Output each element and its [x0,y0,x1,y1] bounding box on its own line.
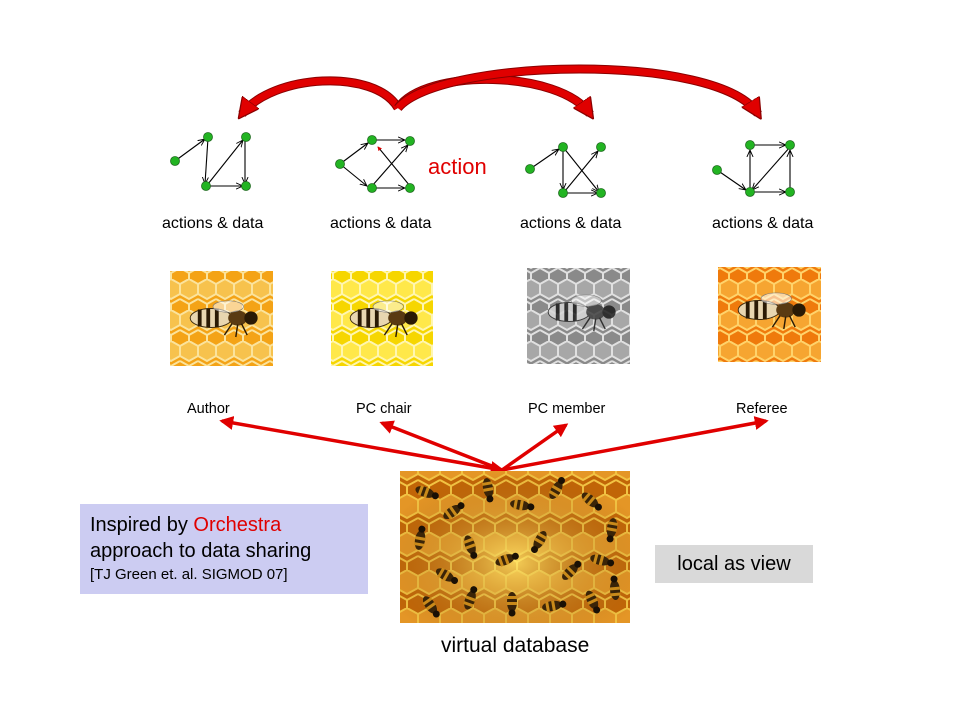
bee-image-pc-member [527,268,630,364]
note-line-1: Inspired by Orchestra [90,512,358,538]
curved-arrow-to-pc-member [394,75,594,117]
note-line-2: approach to data sharing [90,540,312,562]
graph-caption-author: actions & data [162,215,264,232]
bee-image-pc-chair [331,271,433,366]
graph-author [170,132,251,191]
note-prefix: Inspired by [90,514,194,536]
note-orchestra-highlight: Orchestra [193,514,282,536]
action-label: action [428,154,487,179]
graph-caption-referee: actions & data [712,215,814,232]
graph-pc-chair [335,135,415,193]
graph-pc-member [525,142,606,198]
virtual-database-label: virtual database [441,634,589,657]
local-as-view-badge: local as view [655,545,813,583]
inspiration-note: Inspired by Orchestra approach to data s… [80,504,368,594]
role-label-pc-member: PC member [528,401,606,417]
virtual-database-image [400,471,630,623]
role-label-author: Author [187,401,230,417]
bee-image-author [170,271,273,366]
graph-caption-pc-chair: actions & data [330,215,432,232]
note-citation: [TJ Green et. al. SIGMOD 07] [90,566,288,583]
sharing-arrows-top [242,64,758,117]
role-label-referee: Referee [736,401,788,417]
graph-caption-pc-member: actions & data [520,215,622,232]
graph-referee [712,140,795,197]
view-arrows [219,416,769,475]
bee-image-referee [718,267,821,362]
role-label-pc-chair: PC chair [356,401,412,417]
